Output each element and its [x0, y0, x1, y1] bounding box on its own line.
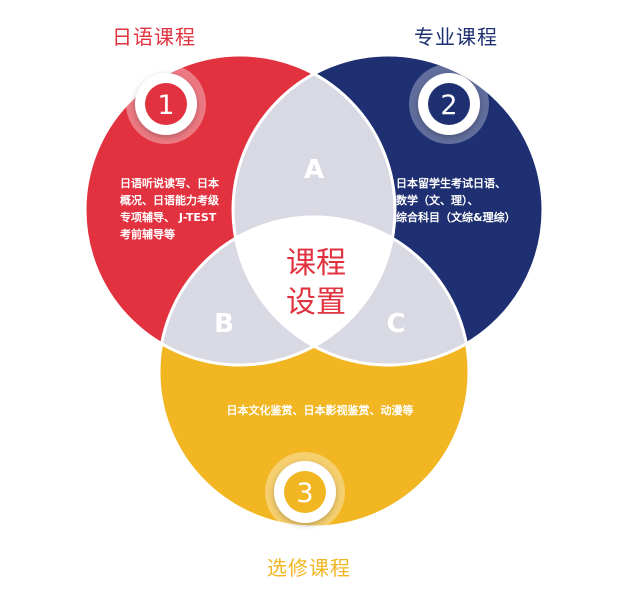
japanese-desc-line: 专项辅导、 J-TEST: [120, 211, 217, 224]
badge-2: 2: [409, 64, 489, 144]
elective-course-title: 选修课程: [267, 556, 351, 580]
badge-2-number: 2: [440, 90, 457, 121]
japanese-course-description: 日语听说读写、日本 概况、日语能力考级 专项辅导、 J-TEST 考前辅导等: [120, 175, 240, 243]
center-title-line1: 课程: [286, 246, 346, 281]
professional-course-title: 专业课程: [414, 25, 498, 49]
japanese-desc-line: 日语听说读写、日本: [120, 177, 219, 190]
badge-3-number: 3: [296, 478, 313, 509]
japanese-course-title: 日语课程: [112, 25, 196, 49]
region-c-label: C: [386, 309, 405, 339]
region-b-label: B: [214, 309, 234, 339]
japanese-desc-line: 概况、日语能力考级: [120, 194, 219, 207]
center-title-line2: 设置: [286, 285, 346, 320]
professional-desc-line: 日本留学生考试日语、: [396, 177, 506, 190]
badge-1-number: 1: [157, 90, 174, 121]
professional-course-description: 日本留学生考试日语、 数学（文、理）、 综合科目（文综&理综）: [396, 175, 536, 226]
elective-course-description: 日本文化鉴赏、日本影视鉴赏、动漫等: [226, 404, 414, 417]
badge-3: 3: [265, 452, 345, 532]
region-a-label: A: [304, 155, 324, 185]
professional-desc-line: 数学（文、理）、: [396, 194, 479, 207]
professional-desc-line: 综合科目（文综&理综）: [396, 211, 516, 224]
badge-1: 1: [126, 64, 206, 144]
japanese-desc-line: 考前辅导等: [120, 228, 175, 241]
